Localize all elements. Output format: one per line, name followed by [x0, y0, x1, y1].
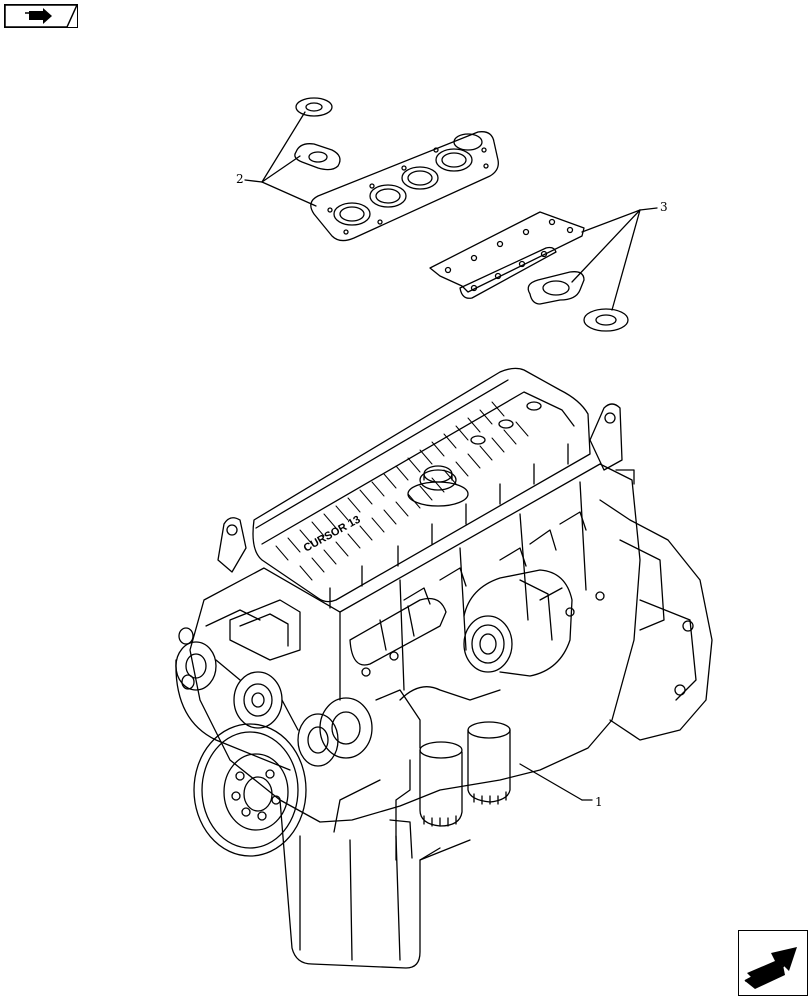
callout-2[interactable]: 2	[236, 172, 244, 186]
next-page-button[interactable]	[738, 930, 808, 996]
engine-assembly	[175, 367, 713, 969]
previous-page-button[interactable]	[4, 4, 79, 28]
callout-1[interactable]: 1	[595, 795, 603, 809]
gasket-set-2	[244, 97, 499, 242]
arrow-next-icon	[744, 947, 797, 989]
callout-3[interactable]: 3	[660, 200, 668, 214]
valve-cover-lettering: CURSOR 13	[302, 514, 363, 555]
gasket-set-3	[429, 207, 658, 332]
